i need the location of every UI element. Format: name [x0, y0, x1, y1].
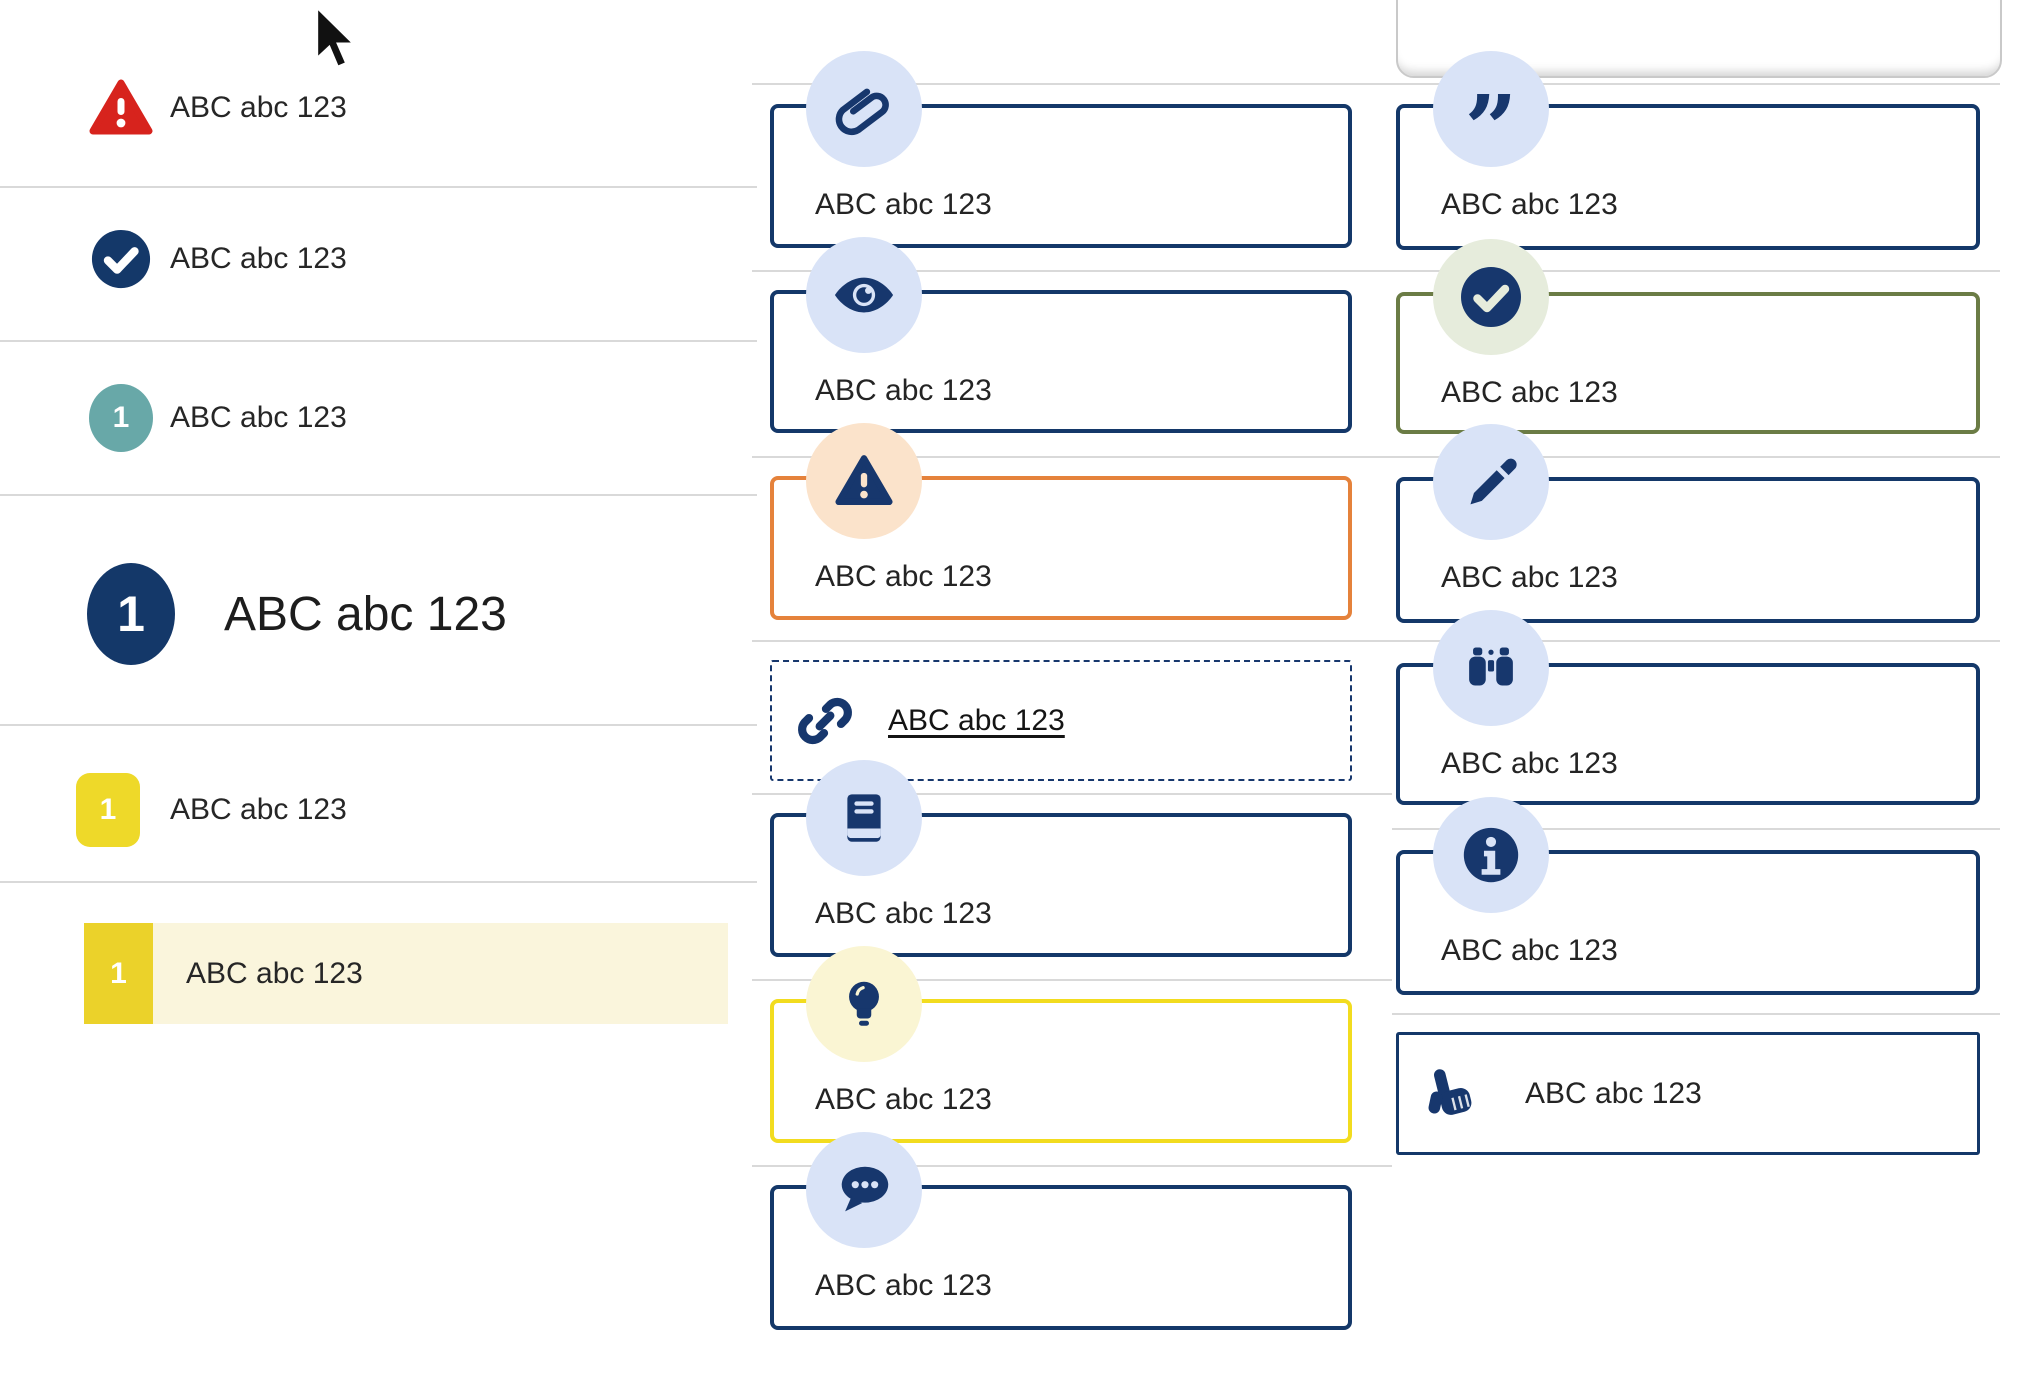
list-item-label: ABC abc 123: [186, 956, 363, 990]
divider: [0, 494, 757, 496]
card-label: ABC abc 123: [815, 374, 992, 407]
info-icon: [1433, 797, 1549, 913]
divider: [752, 1165, 1392, 1167]
divider: [1392, 456, 2000, 458]
list-item-alert: ABC abc 123: [72, 66, 347, 150]
action-callout-card[interactable]: ABC abc 123: [1396, 1032, 1980, 1155]
check-circle-icon: [1433, 239, 1549, 355]
number-badge-navy-large: 1: [87, 563, 175, 665]
divider: [0, 724, 757, 726]
alert-triangle-icon: [72, 76, 170, 140]
card-label: ABC abc 123: [815, 897, 992, 930]
list-item-label: ABC abc 123: [170, 91, 347, 124]
chat-icon: [806, 1132, 922, 1248]
number-badge-yellow-block: 1: [84, 923, 153, 1024]
pencil-icon: [1433, 424, 1549, 540]
number-badge-yellow: 1: [76, 773, 140, 847]
number-badge-teal: 1: [89, 384, 153, 452]
callout-card-edit: [1396, 477, 1980, 623]
eye-icon: [806, 237, 922, 353]
card-label: ABC abc 123: [1441, 561, 1618, 594]
process-step-item: 1 ABC abc 123: [87, 563, 507, 665]
divider: [1392, 828, 2000, 830]
quote-icon: ”: [1433, 51, 1549, 175]
divider: [1392, 270, 2000, 272]
divider: [752, 793, 1392, 795]
card-label: ABC abc 123: [1441, 934, 1618, 967]
divider: [0, 186, 757, 188]
card-label: ABC abc 123: [815, 1269, 992, 1302]
link-text[interactable]: ABC abc 123: [888, 703, 1065, 737]
divider: [752, 640, 1392, 642]
list-item-step-teal: 1 ABC abc 123: [72, 383, 347, 453]
card-label: ABC abc 123: [1441, 376, 1618, 409]
alert-triangle-icon: [806, 423, 922, 539]
divider: [0, 340, 757, 342]
list-item-step-yellow-highlighted: 1 ABC abc 123: [84, 923, 363, 1024]
list-item-label: ABC abc 123: [170, 242, 347, 275]
hand-pointer-icon: [1421, 1060, 1483, 1128]
list-item-check: ABC abc 123: [72, 227, 347, 291]
binoculars-icon: [1433, 610, 1549, 726]
highlighted-row: [153, 923, 728, 1024]
card-label: ABC abc 123: [815, 560, 992, 593]
divider: [0, 881, 757, 883]
divider: [752, 83, 1392, 85]
process-step-label: ABC abc 123: [224, 587, 507, 641]
link-icon: [794, 690, 856, 752]
divider: [752, 456, 1392, 458]
divider: [1392, 1013, 2000, 1015]
lightbulb-icon: [806, 946, 922, 1062]
callout-card-attachment: [770, 104, 1352, 248]
divider: [1392, 640, 2000, 642]
card-label: ABC abc 123: [815, 188, 992, 221]
book-icon: [806, 760, 922, 876]
divider: [1392, 83, 2000, 85]
card-label: ABC abc 123: [1441, 747, 1618, 780]
link-callout-card[interactable]: ABC abc 123: [770, 660, 1352, 781]
card-label: ABC abc 123: [1525, 1076, 1702, 1110]
card-label: ABC abc 123: [1441, 188, 1618, 221]
check-circle-icon: [72, 228, 170, 290]
divider: [752, 270, 1392, 272]
list-item-step-yellow: 1 ABC abc 123: [76, 773, 347, 847]
mouse-cursor-icon: [315, 5, 357, 69]
list-item-label: ABC abc 123: [170, 401, 347, 434]
card-label: ABC abc 123: [815, 1083, 992, 1116]
list-item-label: ABC abc 123: [170, 793, 347, 826]
paperclip-icon: [806, 51, 922, 167]
divider: [752, 979, 1392, 981]
